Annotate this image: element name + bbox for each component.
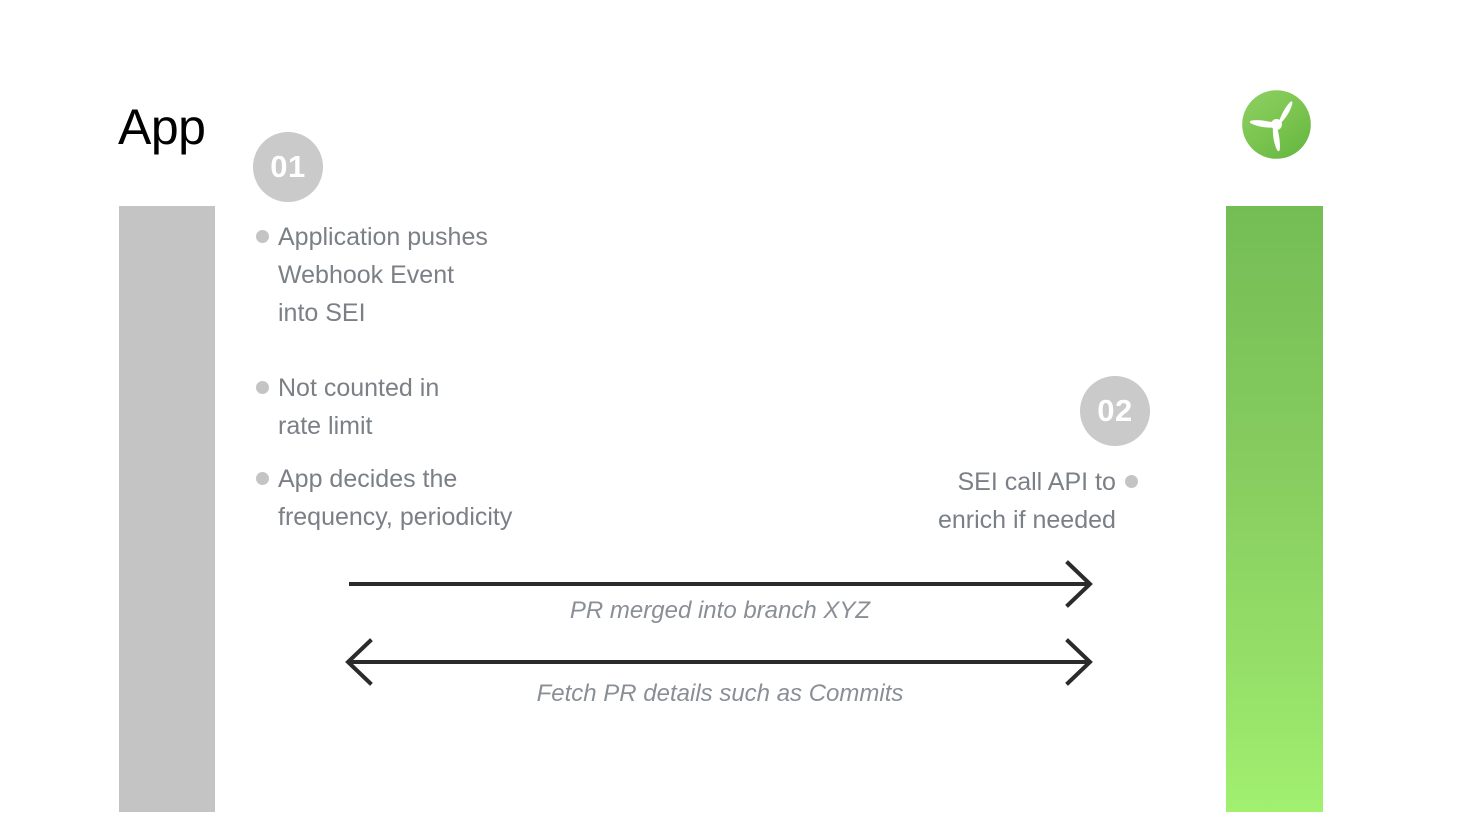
bullet-text: App decides the frequency, periodicity — [278, 465, 513, 531]
bullet-item-not-counted: Not counted in rate limit — [256, 369, 439, 445]
arrow-fetch-pr-details — [340, 638, 1102, 690]
bullet-item-application-pushes: Application pushes Webhook Event into SE… — [256, 218, 488, 332]
bullet-item-app-decides: App decides the frequency, periodicity — [256, 460, 512, 536]
step-badge-01: 01 — [253, 132, 323, 202]
arrow-pr-merged — [340, 560, 1102, 612]
lifeline-bar-app — [119, 206, 215, 812]
bullet-dot-icon — [256, 230, 269, 243]
bullet-item-sei-call-api: SEI call API to enrich if needed — [938, 463, 1138, 539]
lifeline-bar-sei — [1226, 206, 1323, 812]
propeller-logo-icon — [1240, 88, 1313, 161]
step-badge-02: 02 — [1080, 376, 1150, 446]
page-title: App — [118, 99, 206, 155]
bullet-text: SEI call API to enrich if needed — [938, 468, 1116, 534]
bullet-dot-icon — [256, 381, 269, 394]
arrow-label-fetch-pr-details: Fetch PR details such as Commits — [536, 680, 904, 707]
bullet-dot-icon — [256, 472, 269, 485]
bullet-text: Application pushes Webhook Event into SE… — [278, 223, 488, 327]
arrow-label-pr-merged: PR merged into branch XYZ — [569, 597, 871, 624]
bullet-text: Not counted in rate limit — [278, 374, 440, 440]
bullet-dot-icon — [1124, 475, 1138, 488]
